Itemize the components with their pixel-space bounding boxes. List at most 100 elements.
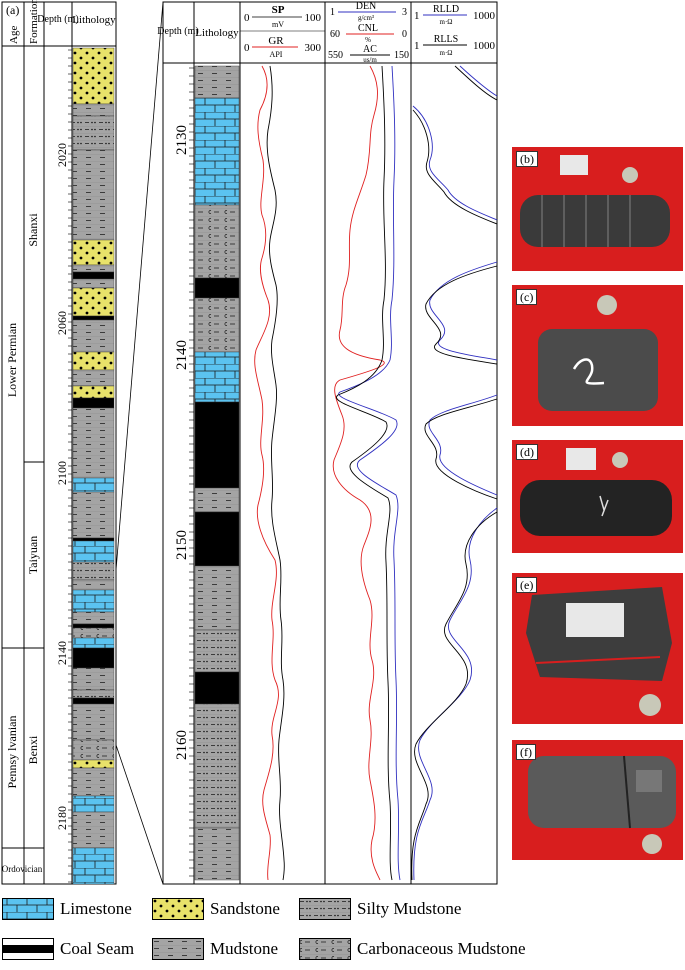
litho-layer-silty-mudstone	[72, 689, 115, 699]
core-photo-e: (e)	[512, 573, 683, 724]
litho-layer-carbonaceous-mudstone	[72, 627, 115, 639]
ac-name: AC	[363, 44, 377, 55]
ac-unit: us/m	[363, 56, 377, 64]
lithology-column-log	[194, 65, 240, 881]
litho-layer-limestone	[194, 97, 240, 206]
header-lithology: Lithology	[72, 14, 116, 26]
rlld-unit: m·Ω	[440, 18, 453, 26]
litho-layer-mudstone	[72, 703, 115, 741]
litho-layer-limestone	[194, 351, 240, 403]
litho-layer-mudstone	[72, 667, 115, 691]
den-min: 1	[330, 7, 335, 18]
rlld-name: RLLD	[433, 4, 459, 15]
litho-layer-carbonaceous-mudstone	[72, 739, 115, 761]
legend-swatch-carbonaceous-mudstone	[299, 938, 351, 960]
legend-label-mudstone: Mudstone	[210, 939, 278, 958]
panel-a-label: (a)	[6, 3, 19, 17]
rlls-min: 1	[414, 40, 420, 52]
litho-layer-mudstone	[72, 278, 115, 289]
gr-max: 300	[305, 42, 322, 54]
litho-layer-coal-seam	[72, 397, 115, 409]
litho-layer-limestone	[72, 847, 115, 885]
log-depth-2130: 2130	[174, 125, 190, 155]
age-pennsylvanian: Pennsy lvanian	[5, 716, 19, 789]
gr-unit: API	[270, 50, 283, 59]
sp-min: 0	[244, 12, 250, 24]
legend-swatch-limestone	[2, 898, 54, 920]
litho-layer-carbonaceous-mudstone	[194, 204, 240, 279]
depth-tick-2140: 2140	[55, 641, 69, 665]
legend-swatch-mudstone	[152, 938, 204, 960]
litho-layer-coal-seam	[194, 511, 240, 567]
formation-taiyuan: Taiyuan	[26, 536, 40, 574]
depth-tick-2100: 2100	[55, 461, 69, 485]
age-lower-permian: Lower Permian	[5, 323, 19, 397]
core-photo-b: (b)	[512, 147, 683, 271]
ac-curve	[336, 65, 393, 881]
den-max: 3	[402, 7, 407, 18]
litho-layer-silty-mudstone	[194, 703, 240, 829]
litho-layer-coal-seam	[194, 671, 240, 705]
litho-layer-mudstone	[72, 149, 115, 241]
litho-layer-limestone	[72, 589, 115, 613]
log-depth-2140: 2140	[174, 340, 190, 370]
legend-item-limestone: Limestone	[2, 896, 132, 922]
cnl-unit: %	[365, 36, 371, 44]
depth-ruler-log	[189, 67, 194, 877]
litho-layer-carbonaceous-mudstone	[194, 297, 240, 353]
core-photo-b-image	[512, 147, 683, 271]
litho-layer-mudstone	[194, 827, 240, 881]
header-depth: Depth (m)	[37, 14, 78, 25]
litho-layer-mudstone	[72, 767, 115, 797]
den-unit: g/cm³	[358, 14, 374, 22]
photo-label-f: (f)	[516, 744, 536, 760]
litho-layer-mudstone	[72, 264, 115, 273]
cnl-max: 0	[402, 29, 407, 40]
litho-layer-silty-mudstone	[72, 115, 115, 151]
photo-label-e: (e)	[516, 577, 538, 593]
header-formation: Formation	[28, 0, 40, 44]
gr-min: 0	[244, 42, 250, 54]
legend-item-sandstone: Sandstone	[152, 896, 280, 922]
litho-layer-mudstone	[72, 103, 115, 117]
litho-layer-mudstone	[72, 579, 115, 591]
litho-layer-sandstone	[72, 239, 115, 266]
ac-min: 550	[328, 50, 343, 61]
litho-layer-coal-seam	[72, 697, 115, 705]
den-curve	[338, 65, 401, 881]
litho-layer-coal-seam	[194, 401, 240, 489]
gr-name: GR	[268, 35, 284, 47]
gr-curve	[254, 65, 279, 881]
header-age: Age	[8, 26, 20, 44]
litho-layer-mudstone	[72, 407, 115, 479]
zoom-connector-top	[115, 1, 164, 571]
log-depth-2150: 2150	[174, 530, 190, 560]
cnl-min: 60	[330, 29, 340, 40]
ac-max: 150	[394, 50, 409, 61]
litho-layer-silty-mudstone	[72, 561, 115, 581]
litho-layer-limestone	[72, 477, 115, 493]
cnl-curve	[332, 65, 385, 881]
litho-layer-mudstone	[72, 611, 115, 625]
legend-label-carbonaceous-mudstone: Carbonaceous Mudstone	[357, 939, 526, 958]
core-photo-f-image	[512, 740, 683, 860]
log-panel: Depth (m) Lithology 0 100 SP mV 0 300 GR…	[157, 1, 498, 885]
formation-shanxi: Shanxi	[26, 213, 40, 247]
sp-unit: mV	[272, 20, 284, 29]
litho-layer-mudstone	[194, 487, 240, 513]
litho-layer-limestone	[72, 637, 115, 649]
litho-layer-mudstone	[194, 65, 240, 99]
legend: Limestone Sandstone Silty Mudstone Coal …	[0, 893, 685, 965]
photo-label-c: (c)	[516, 289, 538, 305]
litho-layer-coal-seam	[72, 537, 115, 542]
core-photo-d-image	[512, 440, 683, 553]
panel-a: (a) Age Formation Depth (m) Lithology Lo…	[1, 0, 117, 885]
lithology-column-a	[72, 47, 115, 885]
rlls-name: RLLS	[434, 34, 458, 45]
litho-layer-mudstone	[72, 369, 115, 387]
core-photo-f: (f)	[512, 740, 683, 860]
core-photo-e-image	[512, 573, 683, 724]
rlld-curve	[412, 65, 498, 881]
